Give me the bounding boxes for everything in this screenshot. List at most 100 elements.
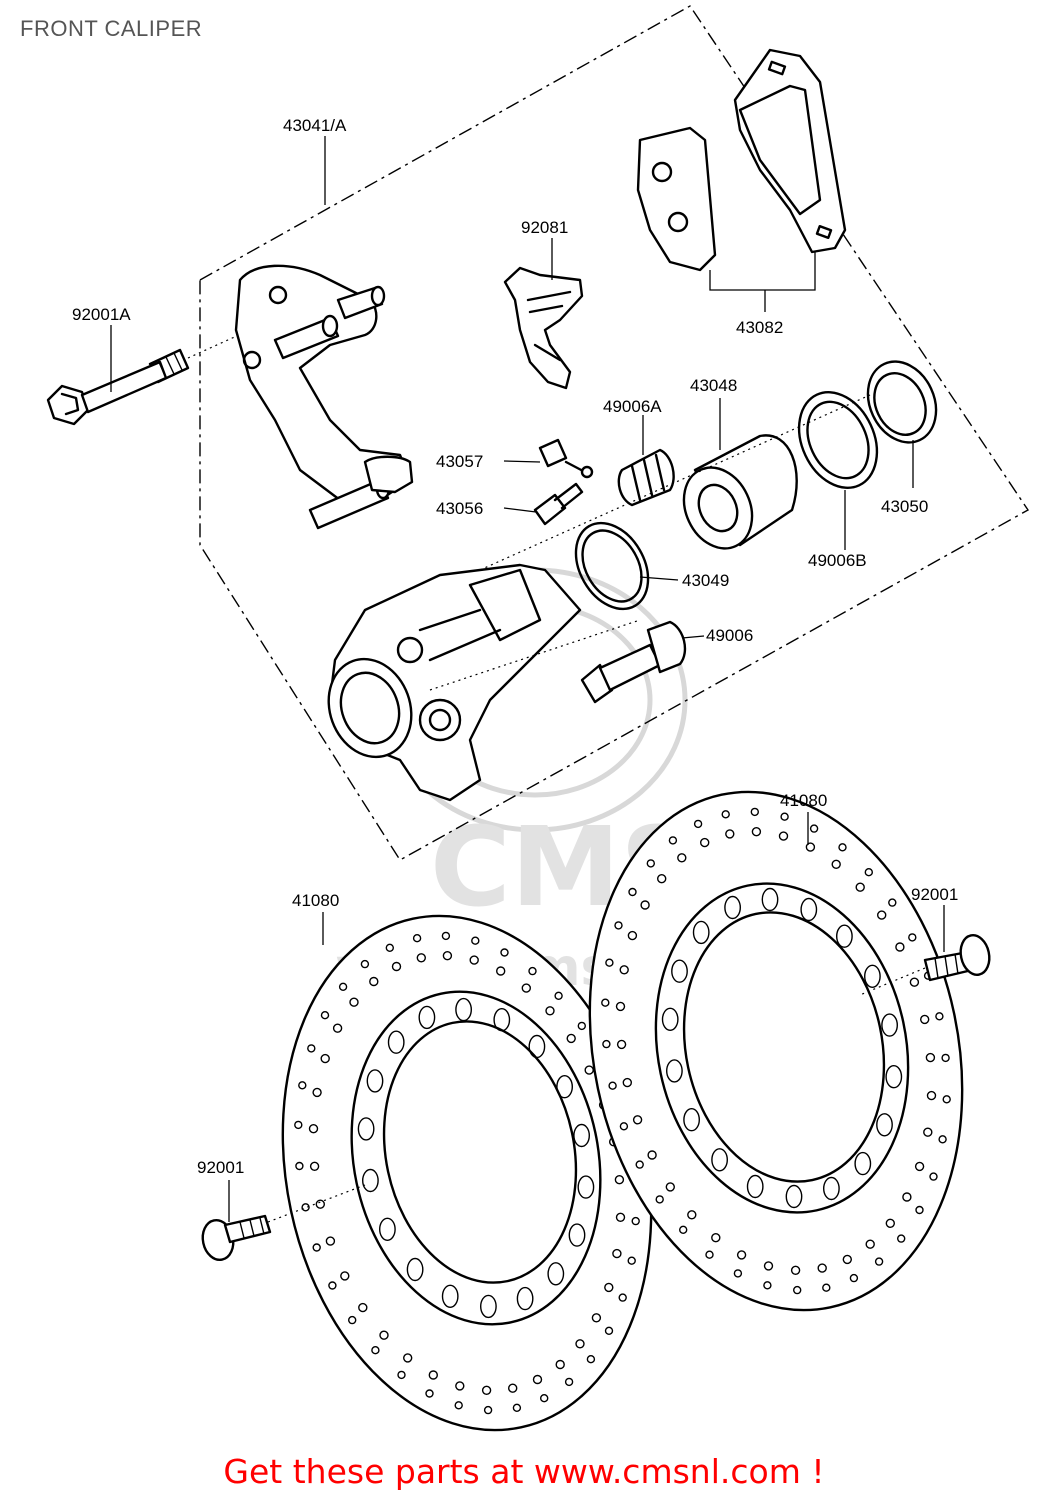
drill-hole [935,1012,944,1021]
drill-hole [888,898,897,907]
drill-hole [942,1095,951,1104]
drill-hole [785,1184,803,1209]
callout-92001A: 92001A [72,305,131,324]
drill-hole [547,1262,565,1286]
drill-hole [831,859,841,869]
callout-41080-right: 41080 [780,791,827,810]
drill-hole [573,1123,590,1148]
drill-hole [864,964,881,988]
drill-hole [822,1283,831,1292]
drill-hole [671,959,688,983]
callout-92001-right: 92001 [911,885,958,904]
drill-hole [677,853,687,863]
drill-hole [646,859,655,868]
slide-pin-49006 [580,620,687,704]
bleeder-valve-43057 [538,438,594,479]
drill-hole [885,1064,903,1089]
drill-hole [320,1011,330,1020]
drill-hole [725,829,735,839]
brake-disc-41080-left [281,914,653,1432]
disc-bolt-92001-right [923,934,991,982]
callout-92081: 92081 [521,218,568,237]
drill-hole [481,1385,492,1396]
drill-hole [679,1225,688,1235]
drill-hole [622,1077,632,1088]
callout-43048: 43048 [690,376,737,395]
drill-hole [358,1302,368,1313]
drill-hole [428,1370,438,1380]
drill-hole [838,843,847,852]
drill-hole [640,900,650,910]
drill-hole [528,966,537,976]
drill-hole [366,1069,384,1093]
drill-hole [733,1269,743,1278]
drill-hole [632,1115,643,1125]
drill-hole [349,997,359,1007]
drill-hole [471,936,480,945]
drill-hole [584,1065,594,1075]
drill-hole [615,1212,626,1223]
drill-hole [721,810,730,819]
drill-hole [635,1160,644,1169]
drill-hole [397,1370,406,1380]
drill-hole [805,842,816,852]
drill-hole [385,943,394,952]
drill-hole [500,948,509,957]
drill-hole [371,1345,380,1355]
drill-hole [361,1168,379,1193]
drill-hole [619,1122,629,1131]
drill-hole [895,942,905,952]
drill-hole [628,887,637,897]
drill-hole [554,991,563,1000]
drill-hole [483,1405,493,1415]
drill-hole [750,807,759,817]
drill-hole [855,882,865,892]
drill-hole [568,1223,586,1247]
drill-hole [332,1023,343,1033]
drill-hole [320,1053,330,1064]
drill-hole [902,1192,912,1202]
drill-hole [528,1034,546,1059]
drill-hole [493,1008,511,1032]
drill-hole [614,921,623,930]
drill-hole [294,1120,303,1130]
drill-hole [496,966,506,976]
drill-hole [627,1256,636,1265]
drill-hole [577,1021,586,1031]
drill-hole [312,1243,321,1252]
drill-hole [763,1281,772,1290]
drill-hole [418,1005,436,1030]
drill-hole [479,1294,497,1319]
drill-hole [295,1161,304,1171]
drill-hole [340,1271,350,1281]
brake-disc-41080-right [588,790,964,1312]
drill-hole [442,951,453,961]
drill-hole [577,1175,595,1199]
disc-drill-holes-right [601,807,951,1295]
callout-43057: 43057 [436,452,483,471]
drill-hole [309,1161,320,1172]
footer-shop-link[interactable]: Get these parts at www.cmsnl.com ! [223,1452,825,1491]
drill-hole [315,1199,325,1209]
drill-hole [923,1127,933,1137]
callout-43049: 43049 [682,571,729,590]
drill-hole [915,1205,924,1215]
drill-hole [325,1236,336,1246]
drill-hole [700,837,710,848]
drill-hole [817,1263,827,1273]
drill-hole [604,1326,614,1336]
drill-hole [823,1176,840,1201]
drill-hole [619,965,629,975]
page-title: FRONT CALIPER [20,16,203,41]
bolt-92001A [46,348,190,426]
drill-hole [379,1330,389,1340]
drill-hole [909,977,920,987]
drill-hole [545,1006,555,1016]
drill-hole [724,895,741,920]
drill-hole [328,1281,337,1290]
drill-hole [614,1174,625,1185]
drill-hole [746,1174,764,1199]
drill-hole [566,1033,576,1044]
drill-hole [761,887,779,912]
